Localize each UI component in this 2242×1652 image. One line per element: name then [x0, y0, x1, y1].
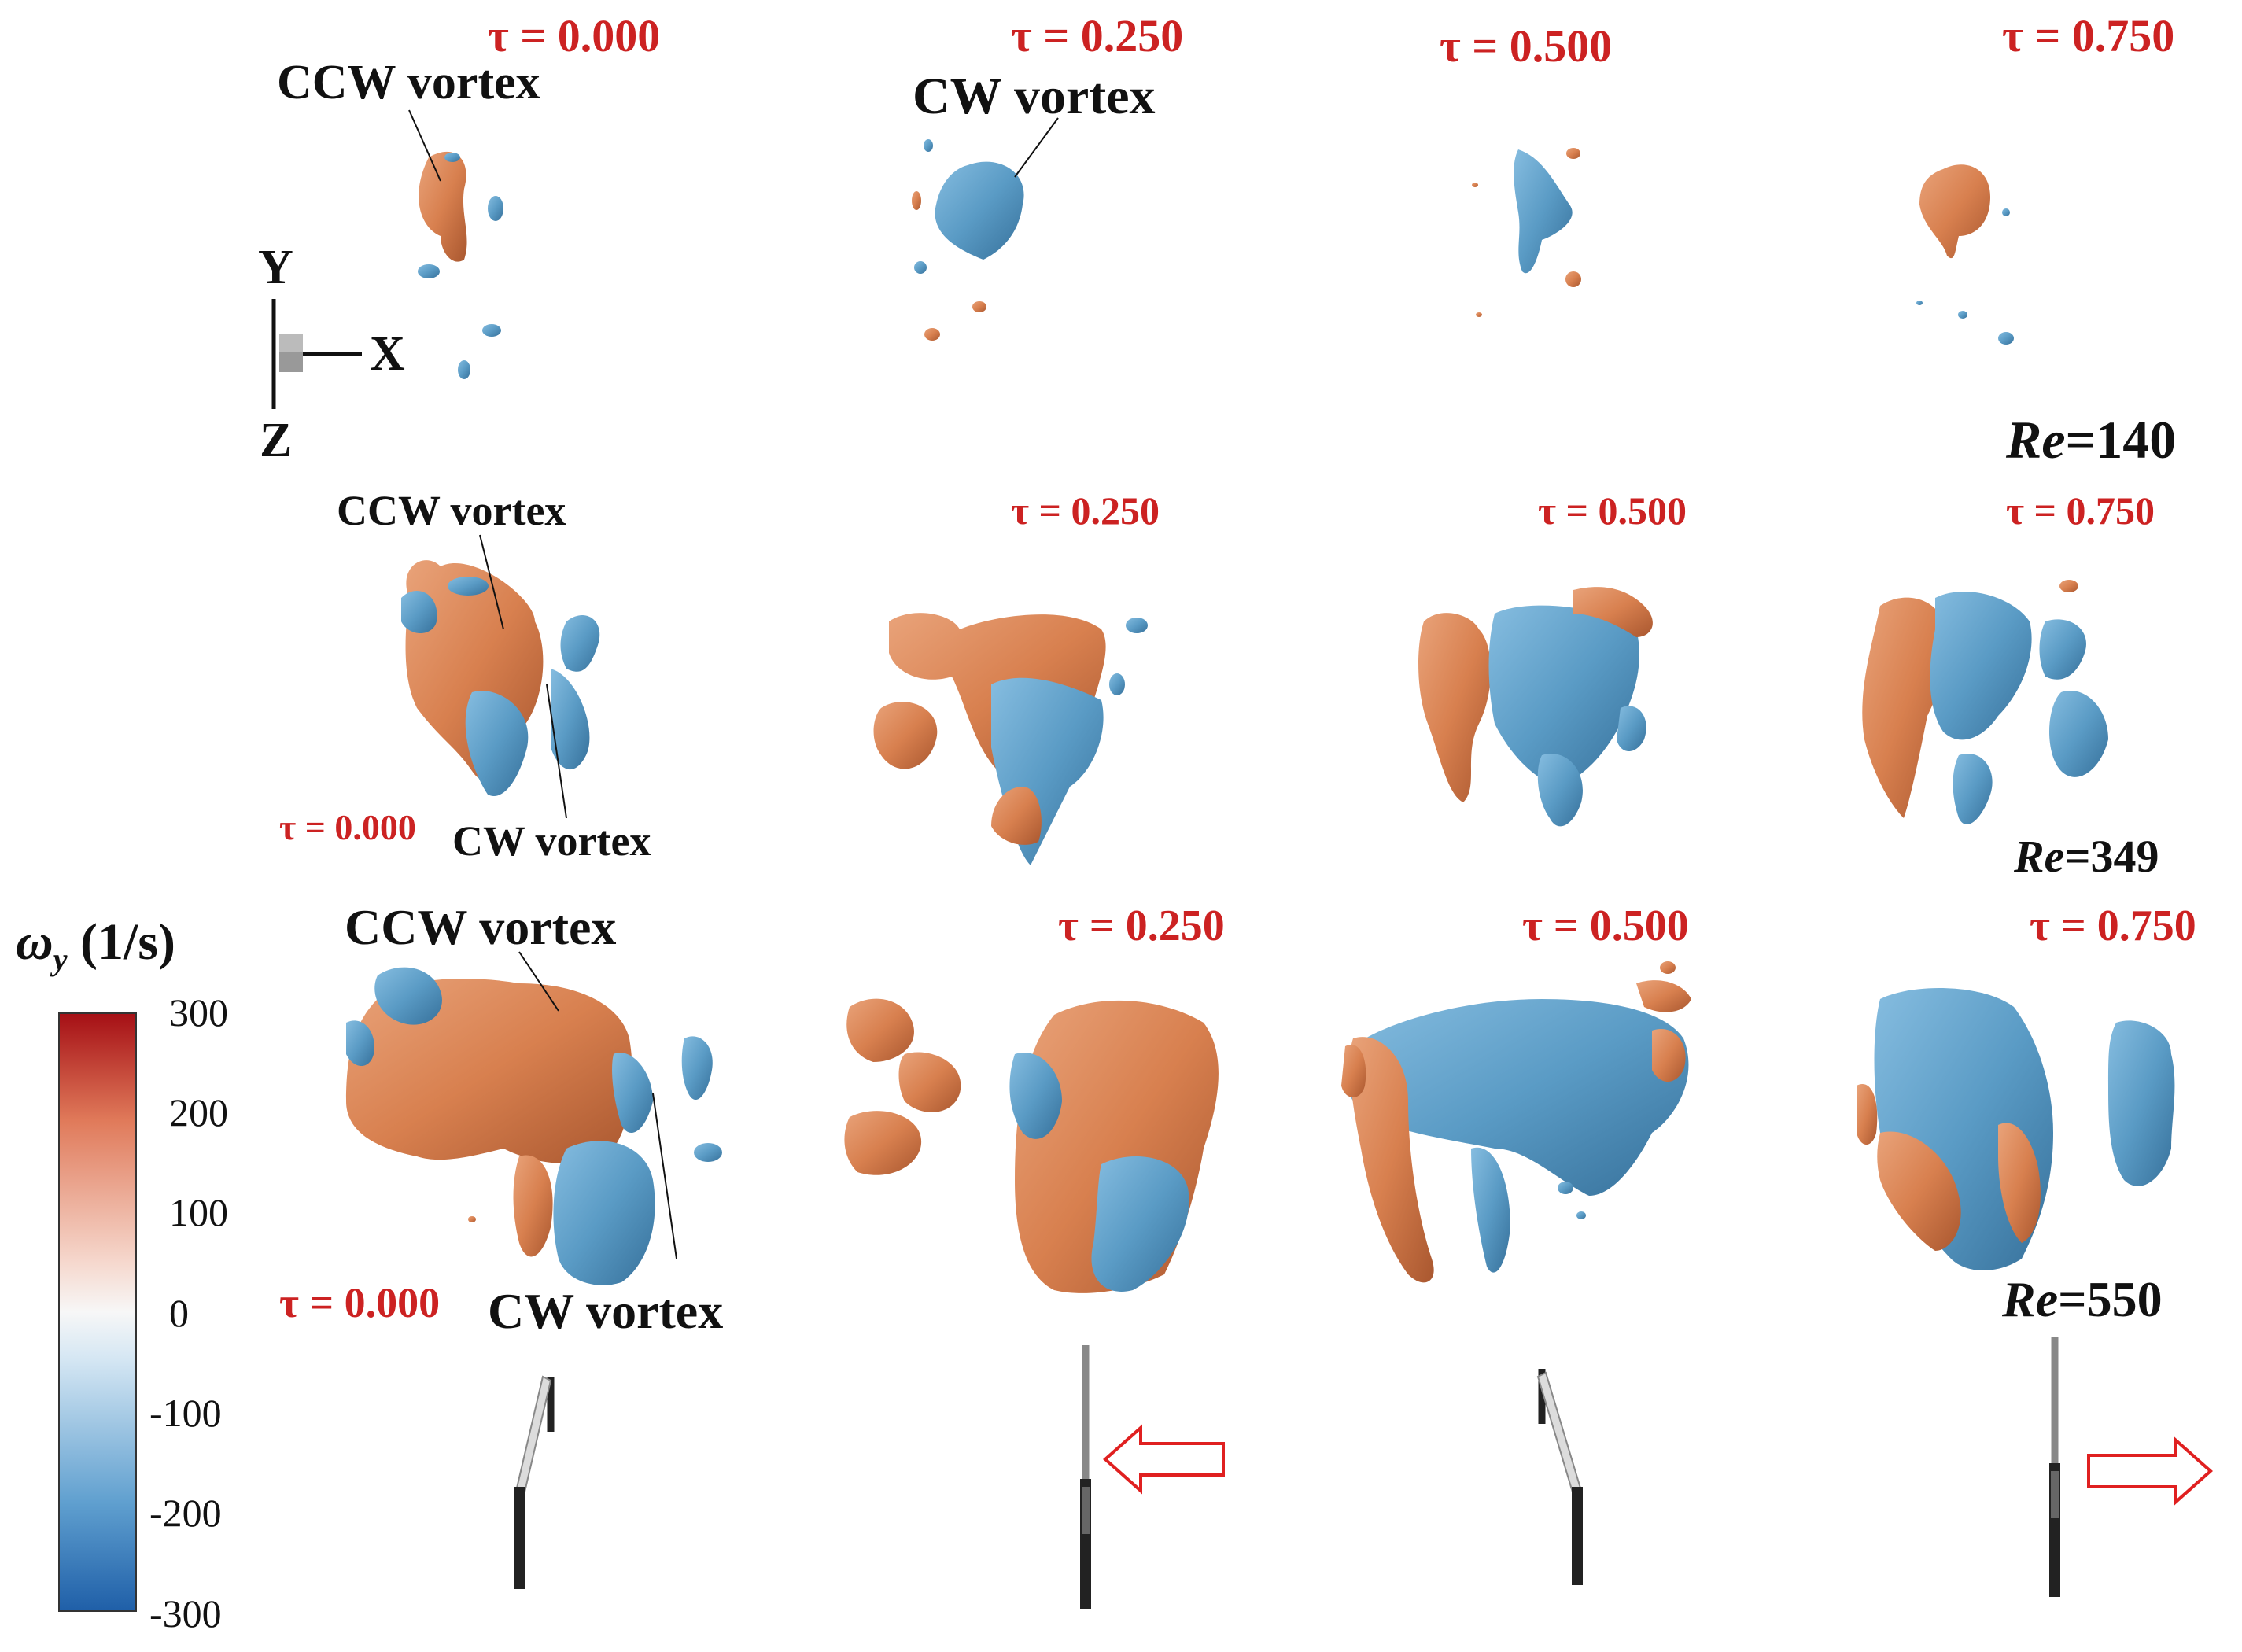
plate-schematic-1	[514, 1375, 555, 1589]
row2-col1-vortex-blobs	[401, 560, 600, 796]
row2-col2-vortex-blobs	[873, 613, 1148, 865]
plate-schematic-2	[1080, 1345, 1091, 1609]
row3-cw-label: CW vortex	[488, 1283, 724, 1339]
arrow-right-icon	[2087, 1436, 2214, 1506]
axes-indicator	[271, 299, 362, 409]
plate-schematic-4	[2049, 1337, 2060, 1597]
row1-reynolds-label: Re=140	[2006, 410, 2177, 470]
row1-tau-2: τ = 0.250	[1011, 10, 1184, 61]
row2-tau-4: τ = 0.750	[2006, 489, 2155, 533]
axis-x-label: X	[370, 327, 405, 381]
row3-tau-3: τ = 0.500	[1522, 902, 1689, 950]
annotation-leaders	[408, 109, 1059, 1259]
row1-ccw-label: CCW vortex	[277, 56, 540, 109]
row3-tau-1: τ = 0.000	[279, 1279, 441, 1326]
row3-col1-vortex-blobs	[346, 967, 722, 1285]
row1-tau-3: τ = 0.500	[1440, 20, 1613, 72]
row1-tau-1: τ = 0.000	[488, 10, 661, 61]
row1-cw-label: CW vortex	[913, 68, 1156, 125]
colorbar-tick-minus-100: -100	[149, 1391, 222, 1435]
row1-col2-vortex-blobs	[912, 139, 1024, 341]
row1-col3-vortex-blobs	[1472, 148, 1581, 317]
axis-y-label: Y	[258, 241, 293, 294]
row3-col3-vortex-blobs	[1341, 961, 1691, 1283]
row3-reynolds-label: Re=550	[2002, 1271, 2163, 1327]
row3-ccw-label: CCW vortex	[345, 899, 617, 955]
row3-tau-2: τ = 0.250	[1058, 902, 1225, 950]
colorbar-tick-minus-300: -300	[149, 1591, 222, 1635]
row2-col4-vortex-blobs	[1862, 580, 2108, 825]
colorbar-tick-200: 200	[169, 1090, 228, 1134]
colorbar-tick-100: 100	[169, 1190, 228, 1234]
plate-schematic-3	[1536, 1369, 1583, 1585]
colorbar-title: ωy (1/s)	[16, 913, 175, 978]
row2-tau-2: τ = 0.250	[1011, 489, 1160, 533]
row3-tau-4: τ = 0.750	[2030, 902, 2196, 950]
colorbar	[58, 1012, 137, 1612]
colorbar-tick-0: 0	[169, 1291, 189, 1335]
row1-tau-4: τ = 0.750	[2002, 10, 2175, 61]
row1-col4-vortex-blobs	[1916, 164, 2014, 345]
row1-col1-vortex-blobs	[418, 151, 503, 379]
row3-col4-vortex-blobs	[1857, 988, 2175, 1270]
axis-z-label: Z	[260, 414, 293, 467]
row2-reynolds-label: Re=349	[2014, 831, 2159, 882]
row2-tau-3: τ = 0.500	[1538, 489, 1687, 533]
row2-tau-1: τ = 0.000	[279, 807, 416, 847]
row3-col2-vortex-blobs	[844, 998, 1219, 1293]
row2-ccw-label: CCW vortex	[337, 487, 566, 534]
row2-cw-label: CW vortex	[452, 817, 651, 865]
arrow-left-icon	[1102, 1424, 1225, 1495]
colorbar-tick-minus-200: -200	[149, 1491, 222, 1535]
row2-col3-vortex-blobs	[1418, 587, 1653, 827]
colorbar-tick-300: 300	[169, 990, 228, 1034]
